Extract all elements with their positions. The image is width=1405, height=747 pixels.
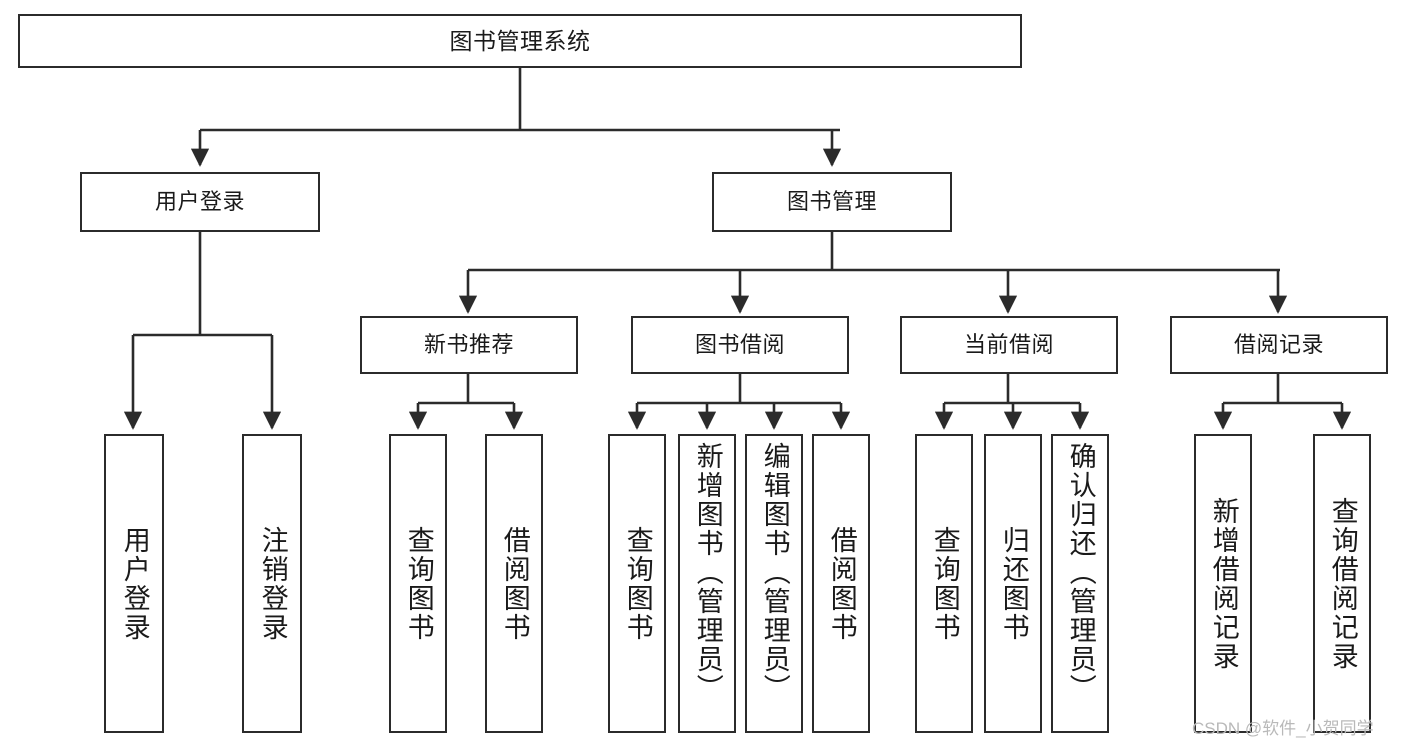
node-label: 查询图书 [403, 525, 434, 642]
node-label: 用户登录 [119, 525, 150, 642]
node-label: 查询借阅记录 [1327, 496, 1358, 671]
leaf-query-borrow-record[interactable]: 查询借阅记录 [1313, 434, 1371, 733]
leaf-borrow-book[interactable]: 借阅图书 [812, 434, 870, 733]
leaf-user-logout[interactable]: 注销登录 [242, 434, 302, 733]
node-label: 当前借阅 [963, 332, 1054, 358]
leaf-edit-book-admin[interactable]: 编辑图书（管理员） [745, 434, 803, 733]
node-label: 借阅图书 [499, 525, 530, 642]
node-label: 用户登录 [154, 189, 245, 215]
node-label: 借阅记录 [1233, 332, 1324, 358]
node-label: 新书推荐 [423, 332, 514, 358]
leaf-return-book[interactable]: 归还图书 [984, 434, 1042, 733]
node-book-management[interactable]: 图书管理 [712, 172, 952, 232]
leaf-query-book-current[interactable]: 查询图书 [915, 434, 973, 733]
node-current-borrow[interactable]: 当前借阅 [900, 316, 1118, 374]
node-label: 图书管理 [786, 189, 877, 215]
node-user-login[interactable]: 用户登录 [80, 172, 320, 232]
node-new-book-recommend[interactable]: 新书推荐 [360, 316, 578, 374]
node-label: 编辑图书（管理员） [759, 442, 790, 703]
node-label: 确认归还（管理员） [1065, 442, 1096, 703]
leaf-query-book-recommend[interactable]: 查询图书 [389, 434, 447, 733]
node-label: 注销登录 [257, 525, 288, 642]
leaf-add-book-admin[interactable]: 新增图书（管理员） [678, 434, 736, 733]
node-label: 新增图书（管理员） [692, 442, 723, 703]
node-root-system[interactable]: 图书管理系统 [18, 14, 1022, 68]
leaf-query-book-borrow[interactable]: 查询图书 [608, 434, 666, 733]
leaf-borrow-book-recommend[interactable]: 借阅图书 [485, 434, 543, 733]
csdn-watermark: CSDN @软件_小贺同学 [1192, 719, 1374, 738]
node-label: 查询图书 [929, 525, 960, 642]
node-label: 借阅图书 [826, 525, 857, 642]
node-label: 归还图书 [998, 525, 1029, 642]
node-label: 图书借阅 [694, 332, 785, 358]
node-label: 图书管理系统 [449, 27, 591, 54]
node-borrow-record[interactable]: 借阅记录 [1170, 316, 1388, 374]
node-book-borrow[interactable]: 图书借阅 [631, 316, 849, 374]
node-label: 新增借阅记录 [1208, 496, 1239, 671]
leaf-user-login[interactable]: 用户登录 [104, 434, 164, 733]
leaf-confirm-return-admin[interactable]: 确认归还（管理员） [1051, 434, 1109, 733]
leaf-add-borrow-record[interactable]: 新增借阅记录 [1194, 434, 1252, 733]
node-label: 查询图书 [622, 525, 653, 642]
